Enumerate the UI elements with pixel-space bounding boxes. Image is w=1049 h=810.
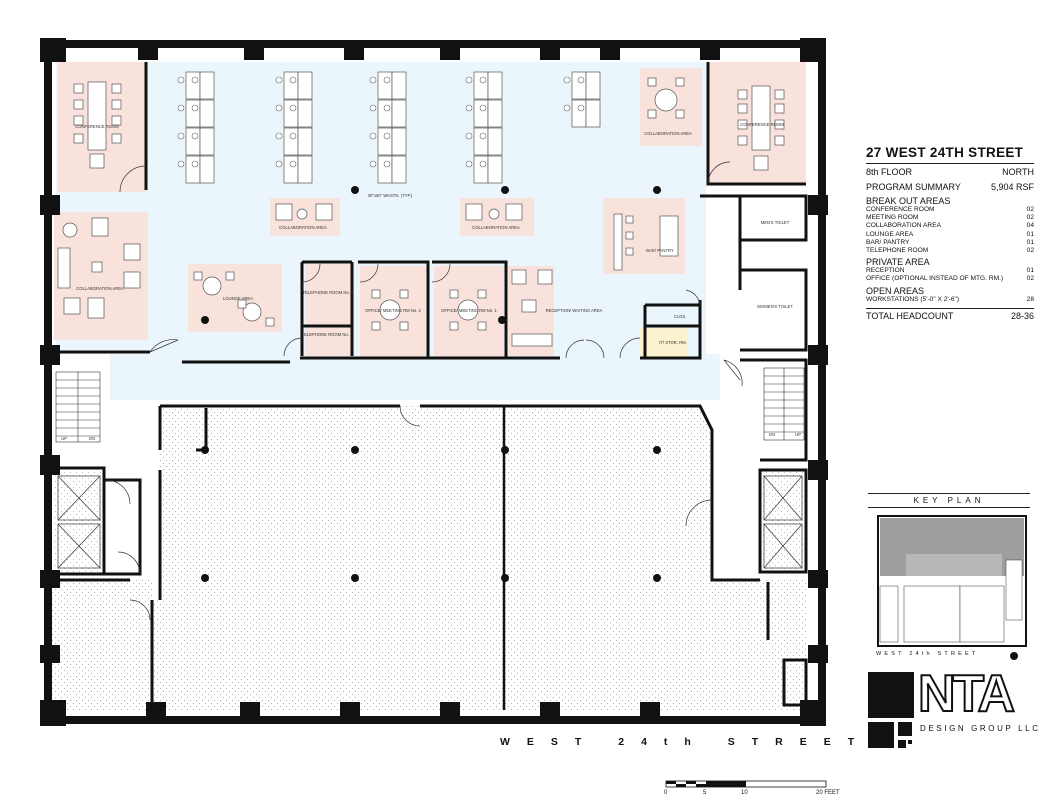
section-heading: PRIVATE AREA — [866, 257, 930, 268]
section-heading: BREAK OUT AREAS — [866, 196, 951, 206]
label-stor: IT/ STOR. RM. — [659, 340, 687, 345]
label-bar: BAR/ PANTRY — [646, 248, 674, 253]
label-lounge: LOUNGE AREA — [223, 296, 253, 301]
label-collab-mid-e: COLLABORATION AREA — [472, 225, 520, 230]
label-dn-w: DN — [89, 436, 95, 441]
pink-zones — [54, 62, 806, 358]
label-office1: OFFICE/ MEETING RM No. 1 — [441, 308, 497, 313]
logo-subtitle: DESIGN GROUP LLC — [920, 724, 1041, 733]
label-up-e: UP — [795, 432, 801, 437]
key-plan-street: WEST 24th STREET — [876, 651, 979, 657]
street-label: WEST 24th STREET — [500, 736, 872, 748]
orientation-label: NORTH — [1002, 167, 1034, 177]
it-storage-room — [640, 328, 688, 358]
stair-west — [55, 371, 101, 443]
logo-wordmark: NTA — [917, 665, 1016, 723]
key-plan-diagram — [877, 515, 1027, 660]
building-title: 27 WEST 24TH STREET — [866, 145, 1024, 160]
scale-tick: 20 FEET — [816, 790, 840, 796]
unleased-area — [52, 406, 806, 710]
label-office2: OFFICE/ MEETING RM No. 2 — [365, 308, 421, 313]
logo-mark — [868, 672, 914, 748]
label-conference-east: CONFERENCE ROOM — [740, 122, 784, 127]
summary-label: PROGRAM SUMMARY — [866, 182, 961, 192]
scale-tick: 0 — [664, 790, 668, 796]
program-item: WORKSTATIONS (5'-0" X 2'-6")28 — [866, 295, 1034, 303]
floor-label: 8th FLOOR — [866, 167, 913, 177]
exterior-walls — [44, 40, 826, 724]
scale-tick: 10 — [741, 790, 748, 796]
label-mens: MEN'S TOILET — [761, 220, 790, 225]
label-conference-west: CONFERENCE ROOM — [75, 124, 119, 129]
label-tel2: TELEPHONE ROOM No. 2 — [302, 332, 353, 337]
label-collab-west: COLLABORATION AREA — [76, 286, 124, 291]
elevators — [57, 475, 803, 569]
scale-bar — [665, 780, 827, 788]
label-collab-ne: COLLABORATION AREA — [644, 131, 692, 136]
wall-piers — [40, 38, 828, 726]
program-item: OFFICE (OPTIONAL INSTEAD OF MTG. RM.)02 — [866, 275, 1034, 283]
telephone-room-1 — [305, 264, 351, 326]
section-heading: OPEN AREAS — [866, 285, 925, 296]
stair-east — [763, 367, 805, 441]
label-up-w: UP — [61, 436, 67, 441]
label-tel1: TELEPHONE ROOM No. 1 — [303, 290, 354, 295]
telephone-room-2 — [305, 328, 351, 356]
room-labels: CONFERENCE ROOM CONFERENCE ROOM COLLABOR… — [61, 122, 801, 441]
program-summary-panel: 27 WEST 24TH STREET 8th FLOOR NORTH PROGR… — [866, 145, 1034, 321]
columns — [201, 186, 661, 582]
doors — [105, 161, 743, 621]
label-dn-e: DN — [769, 432, 775, 437]
label-collab-mid-w: COLLABORATION AREA — [279, 225, 327, 230]
label-workstation-note: 30"x60" WKSTN. (TYP.) — [368, 193, 413, 198]
label-clos: CLOS. — [674, 314, 687, 319]
furniture — [57, 77, 785, 347]
label-reception: RECEPTION/ WAITING AREA — [546, 308, 603, 313]
key-plan-title: KEY PLAN — [868, 493, 1030, 508]
scale-tick: 5 — [703, 790, 707, 796]
summary-value: 5,904 RSF — [990, 182, 1034, 192]
label-womens: WOMEN'S TOILET — [757, 304, 793, 309]
interior-walls — [52, 62, 808, 710]
